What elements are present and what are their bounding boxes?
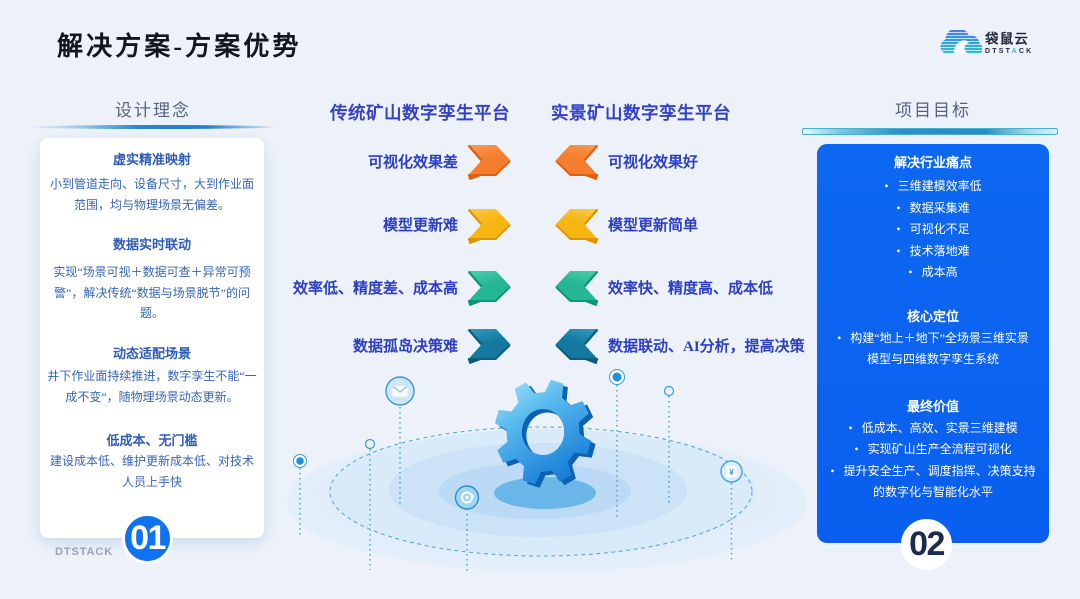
svg-text:¥: ¥ — [729, 467, 734, 477]
svg-text:DTSTACK: DTSTACK — [985, 48, 1033, 55]
svg-text:袋鼠云: 袋鼠云 — [984, 31, 1029, 47]
